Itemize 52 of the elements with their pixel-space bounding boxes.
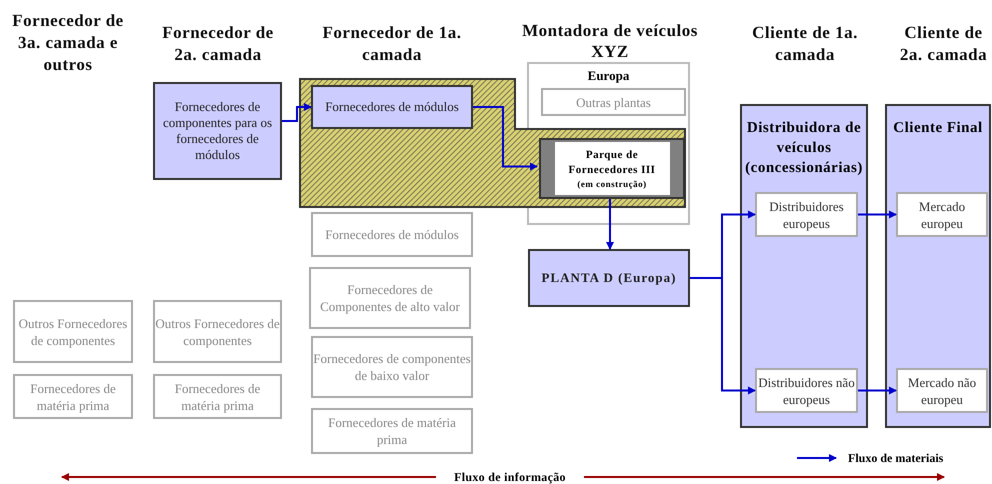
process-box [309, 267, 471, 329]
process-box [311, 336, 473, 398]
box-label: Distribuidores não europeus [757, 374, 856, 408]
column-heading: Fornecedor de 1a. camada [322, 22, 462, 66]
box-label: (em construção) [576, 178, 648, 190]
box-label: Outras plantas [576, 94, 651, 110]
process-box [13, 300, 133, 363]
box-label: Fornecedores de Componentes de alto valor [319, 281, 461, 315]
process-box [541, 88, 686, 116]
box-label: Parque de Fornecedores III [568, 148, 656, 178]
box-label: Fornecedores de matéria prima [174, 380, 262, 414]
process-box [755, 192, 858, 237]
group-box [885, 104, 991, 428]
arrow [858, 210, 897, 218]
box-label: Distribuidores europeus [768, 198, 845, 232]
process-box [153, 374, 282, 419]
process-box [311, 408, 473, 454]
process-box [755, 368, 858, 413]
box-label: Outros Fornecedores de componentes [18, 314, 128, 348]
column-heading: Cliente de 2a. camada [898, 22, 988, 66]
column-heading: Fornecedor de 2a. camada [161, 22, 275, 66]
box-label: Europa [588, 68, 630, 84]
box-label: Cliente Final [892, 119, 984, 138]
box-label: Fornecedores de matéria prima [327, 414, 457, 448]
process-box [13, 374, 133, 419]
group-box [740, 104, 868, 428]
arrow [282, 103, 312, 122]
process-box [311, 212, 473, 257]
process-box [153, 82, 282, 180]
box-label: Mercado não europeu [906, 374, 978, 408]
box-label: Distribuidora de veículos (concessionárias) [744, 119, 864, 178]
column-heading: Fornecedor de 3a. camada e outros [11, 10, 125, 76]
process-box [896, 192, 988, 237]
column-heading: Cliente de 1a. camada [751, 22, 859, 66]
process-box [311, 85, 473, 129]
arrow [606, 197, 614, 250]
process-box [528, 249, 690, 307]
box-label: Fornecedores de componentes para os fornecedores de módulos [162, 99, 274, 163]
box-label: PLANTA D (Europa) [542, 270, 676, 286]
box-label: Fornecedores de matéria prima [29, 380, 117, 414]
process-box [153, 300, 282, 363]
box-label: Fornecedores de módulos [325, 99, 459, 115]
arrow [690, 277, 756, 394]
legend-label: Fluxo de materiais [848, 450, 944, 466]
column-heading: Montadora de veículos XYZ [521, 20, 699, 62]
box-label: Mercado europeu [918, 198, 966, 232]
box-label: Fornecedores de componentes de baixo valor [313, 350, 471, 384]
process-box [896, 368, 988, 413]
box-label: Outros Fornecedores de componentes [155, 314, 280, 348]
arrow [858, 386, 897, 394]
process-box [539, 138, 685, 199]
box-label: Fornecedores de módulos [325, 226, 459, 243]
